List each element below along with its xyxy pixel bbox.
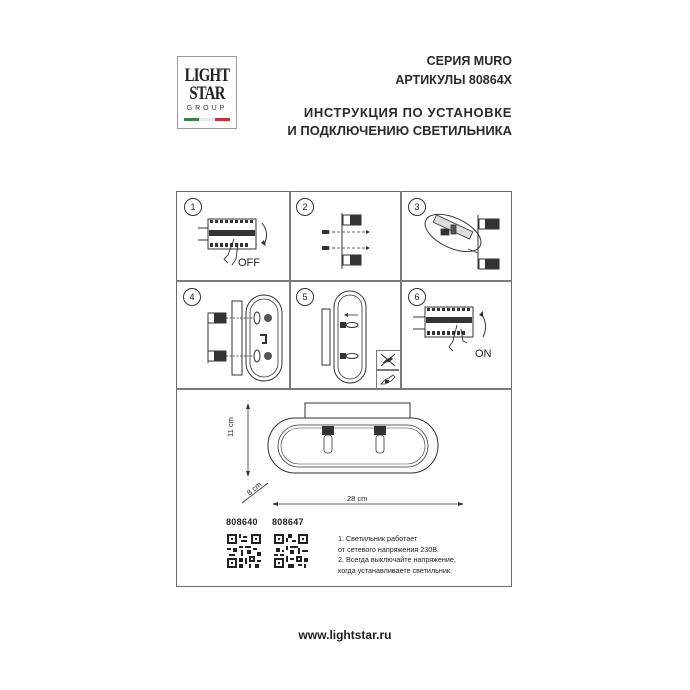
no-bare-hands-icon bbox=[379, 353, 397, 367]
qr-code-808647[interactable] bbox=[274, 534, 308, 568]
note-line-3: 2. Всегда выключайте напряжение, bbox=[338, 555, 456, 564]
article-numbers: АРТИКУЛЫ 80864X bbox=[395, 73, 512, 87]
off-label: OFF bbox=[238, 257, 260, 269]
qr-label-2: 808647 bbox=[272, 517, 304, 527]
step-5-panel: 5 bbox=[290, 281, 400, 388]
step-number: 3 bbox=[408, 198, 426, 216]
height-dimension: 11 cm bbox=[226, 417, 235, 437]
row-divider-2 bbox=[176, 388, 512, 390]
step-number: 4 bbox=[183, 288, 201, 306]
circuit-breaker-off-icon bbox=[198, 213, 278, 273]
step-1-panel: 1 OFF bbox=[176, 191, 289, 280]
mounting-plate-icon bbox=[196, 291, 286, 383]
wall-anchors-icon bbox=[320, 209, 390, 271]
step-3-panel: 3 bbox=[401, 191, 511, 280]
qr-code-808640[interactable] bbox=[227, 534, 261, 568]
col-divider-2 bbox=[400, 191, 402, 389]
step-number: 1 bbox=[184, 198, 202, 216]
step-6-panel: 6 ON bbox=[401, 281, 511, 388]
logo-star: STAR bbox=[189, 83, 225, 104]
bulb-insert-icon bbox=[320, 289, 370, 385]
on-label: ON bbox=[475, 348, 492, 360]
circuit-breaker-on-icon bbox=[413, 303, 493, 359]
row-divider-1 bbox=[176, 280, 512, 282]
col-divider-1 bbox=[289, 191, 291, 389]
website-url[interactable]: www.lightstar.ru bbox=[298, 628, 392, 642]
installation-notes: 1. Светильник работает от сетевого напря… bbox=[338, 534, 456, 576]
dimension-drawing bbox=[230, 395, 480, 510]
width-dimension: 28 cm bbox=[347, 494, 368, 503]
note-line-1: 1. Светильник работает bbox=[338, 534, 418, 543]
step-number: 2 bbox=[296, 198, 314, 216]
logo-group: GROUP bbox=[186, 105, 228, 112]
series-name: СЕРИЯ MURO bbox=[426, 54, 512, 68]
warning-icons-box bbox=[376, 350, 400, 388]
use-gloves-icon bbox=[379, 372, 397, 386]
qr-label-1: 808640 bbox=[226, 517, 258, 527]
terminal-block-icon bbox=[423, 211, 507, 273]
lightstar-logo: LIGHT STAR GROUP bbox=[177, 56, 237, 129]
step-number: 6 bbox=[408, 288, 426, 306]
warning-divider bbox=[377, 369, 399, 371]
step-2-panel: 2 bbox=[290, 191, 400, 280]
note-line-2: от сетевого напряжения 230В. bbox=[338, 544, 440, 554]
title-line-1: ИНСТРУКЦИЯ ПО УСТАНОВКЕ bbox=[303, 105, 512, 120]
title-line-2: И ПОДКЛЮЧЕНИЮ СВЕТИЛЬНИКА bbox=[287, 123, 512, 138]
logo-light: LIGHT bbox=[184, 65, 230, 86]
note-line-4: когда устанавливаете светильник. bbox=[338, 565, 453, 575]
italian-flag-stripe bbox=[184, 118, 230, 121]
step-number: 5 bbox=[296, 288, 314, 306]
step-4-panel: 4 bbox=[176, 281, 289, 388]
